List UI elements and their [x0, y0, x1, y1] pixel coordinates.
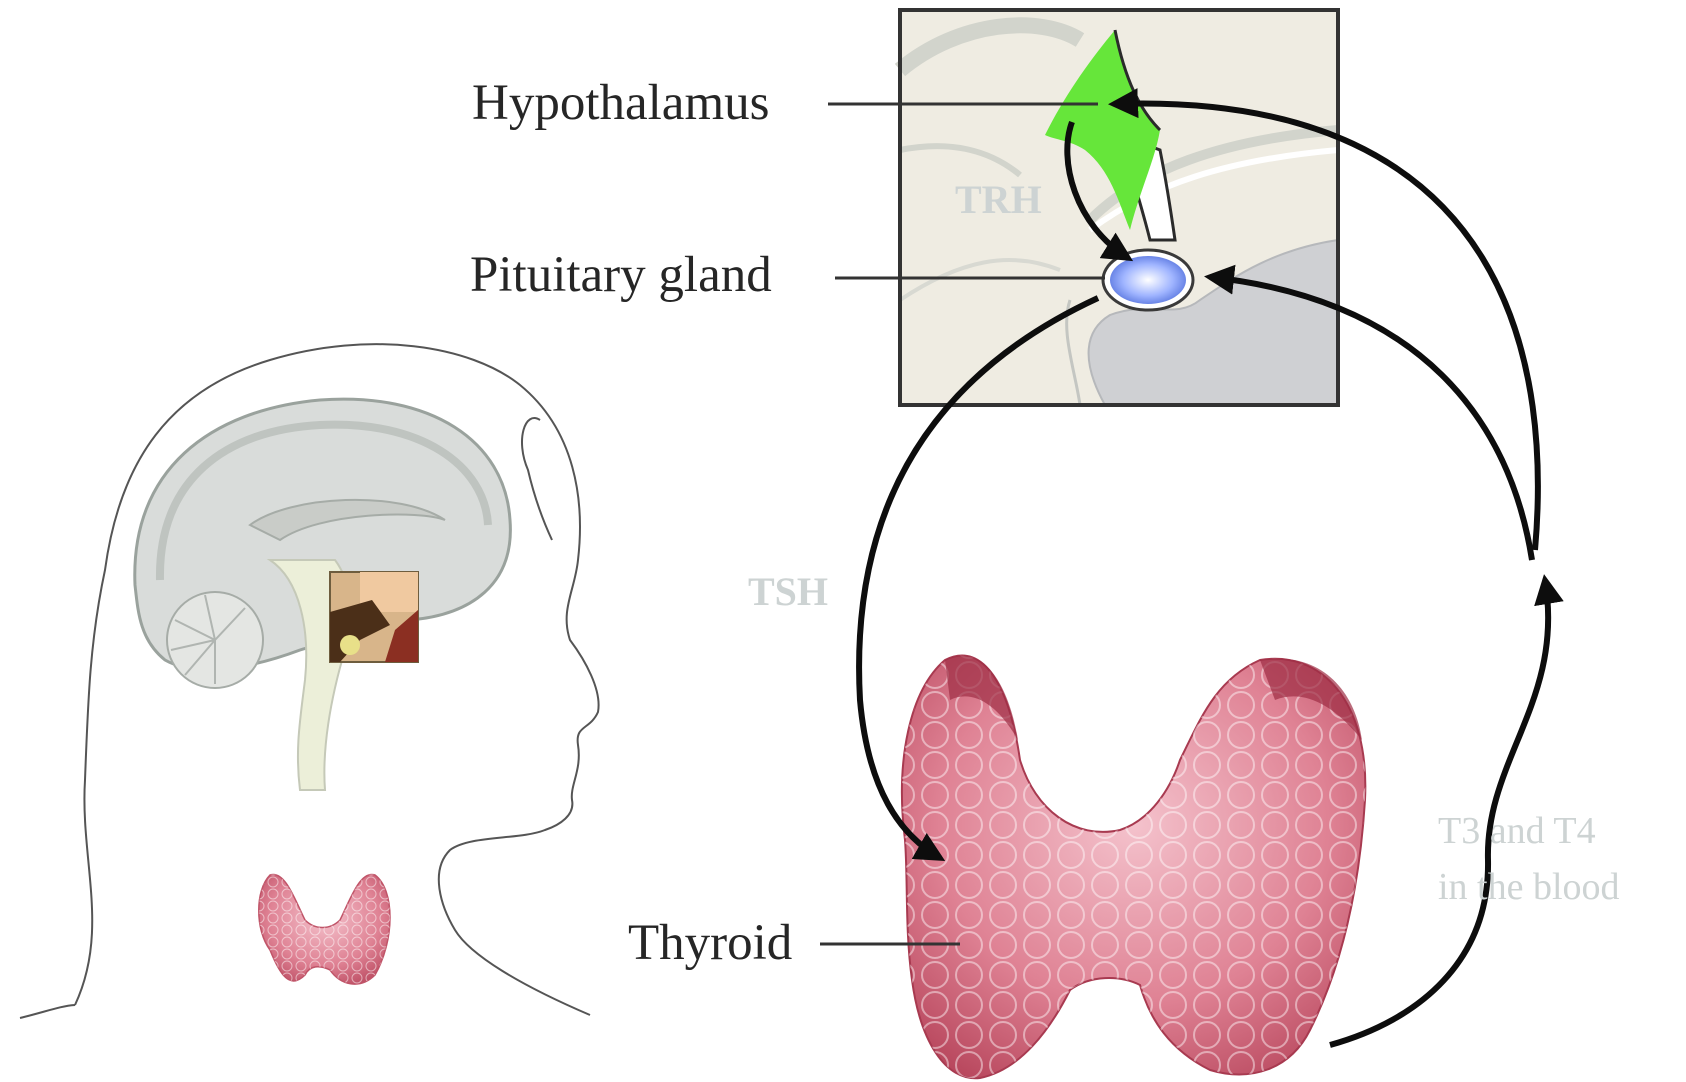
small-thyroid: [259, 874, 390, 984]
t3-t4-label-line1: T3 and T4: [1438, 812, 1596, 850]
head-illustration: [20, 344, 599, 1018]
hypothalamus-label: Hypothalamus: [472, 78, 769, 129]
head-inset-box: [330, 572, 418, 662]
cerebellum: [167, 592, 263, 688]
pituitary-gland-label: Pituitary gland: [470, 250, 772, 301]
thyroid-label: Thyroid: [628, 918, 792, 969]
ear-outline: [522, 418, 552, 540]
head-back-line: [20, 1005, 75, 1018]
trh-label: TRH: [955, 180, 1042, 220]
thyroid-illustration: [902, 655, 1365, 1078]
t3-t4-label-line2: in the blood: [1438, 868, 1620, 906]
tsh-label: TSH: [748, 572, 828, 612]
